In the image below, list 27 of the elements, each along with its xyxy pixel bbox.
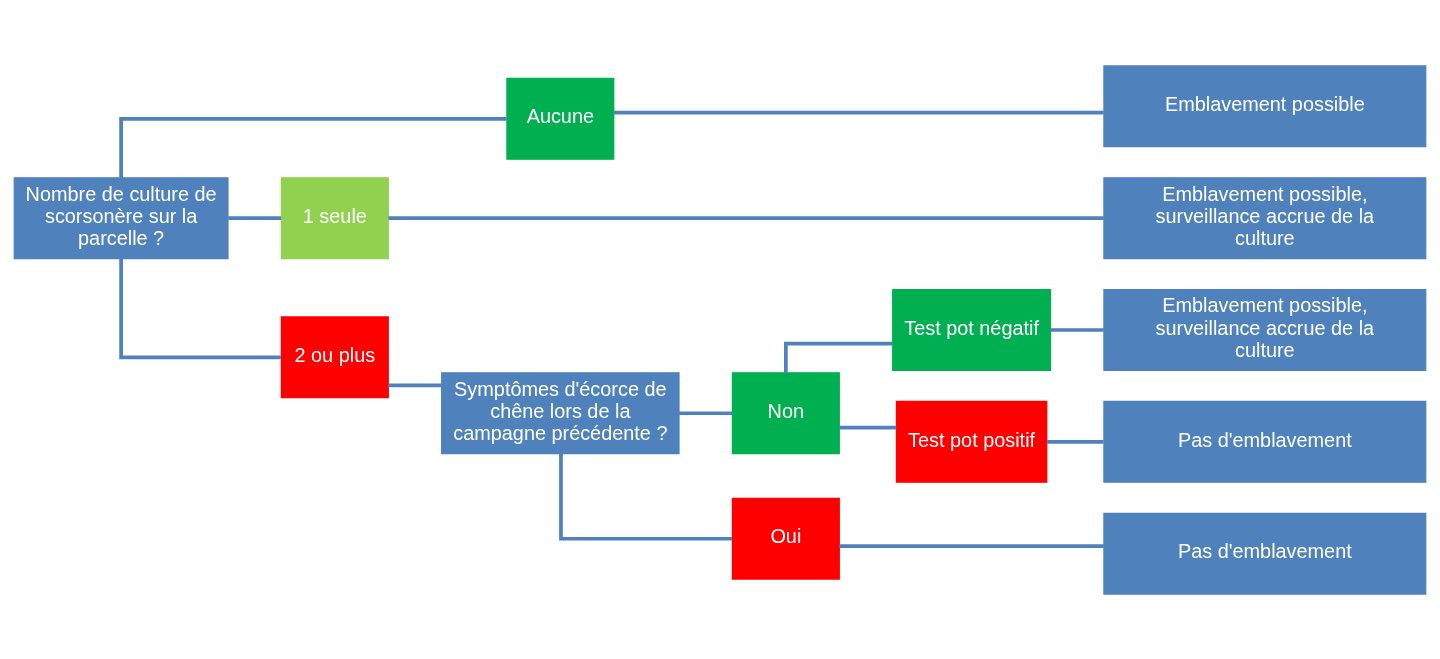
connector — [1050, 327, 1104, 332]
node-box: Nombre de culture de scorsonère sur la parcelle ? — [13, 176, 229, 259]
node-box: Test pot négatif — [892, 288, 1052, 371]
connector — [388, 215, 1104, 220]
connector — [839, 543, 1104, 548]
node-box: Test pot positif — [895, 400, 1048, 483]
connector — [228, 215, 282, 220]
node-box: Emblavement possible — [1103, 64, 1427, 147]
connector — [839, 425, 897, 429]
connector — [119, 116, 507, 178]
connector — [784, 341, 893, 373]
connector — [388, 382, 442, 387]
node-box: Aucune — [506, 77, 615, 160]
node-box: 2 ou plus — [280, 315, 389, 398]
connector — [119, 258, 281, 359]
node-box: Emblavement possible, surveillance accrue de la culture — [1103, 176, 1427, 259]
connector — [559, 453, 732, 541]
connector — [679, 410, 733, 415]
node-box: Emblavement possible, surveillance accrue de la culture — [1103, 288, 1427, 371]
node-box: 1 seule — [280, 176, 389, 259]
node-box: Pas d'emblavement — [1103, 400, 1427, 483]
node-box: Symptômes d'écorce de chêne lors de la campagne précédente ? — [441, 371, 680, 454]
node-box: Oui — [731, 497, 840, 580]
connector — [1047, 439, 1104, 444]
node-box: Non — [731, 371, 840, 454]
node-box: Pas d'emblavement — [1103, 512, 1427, 595]
connector — [613, 110, 1104, 114]
